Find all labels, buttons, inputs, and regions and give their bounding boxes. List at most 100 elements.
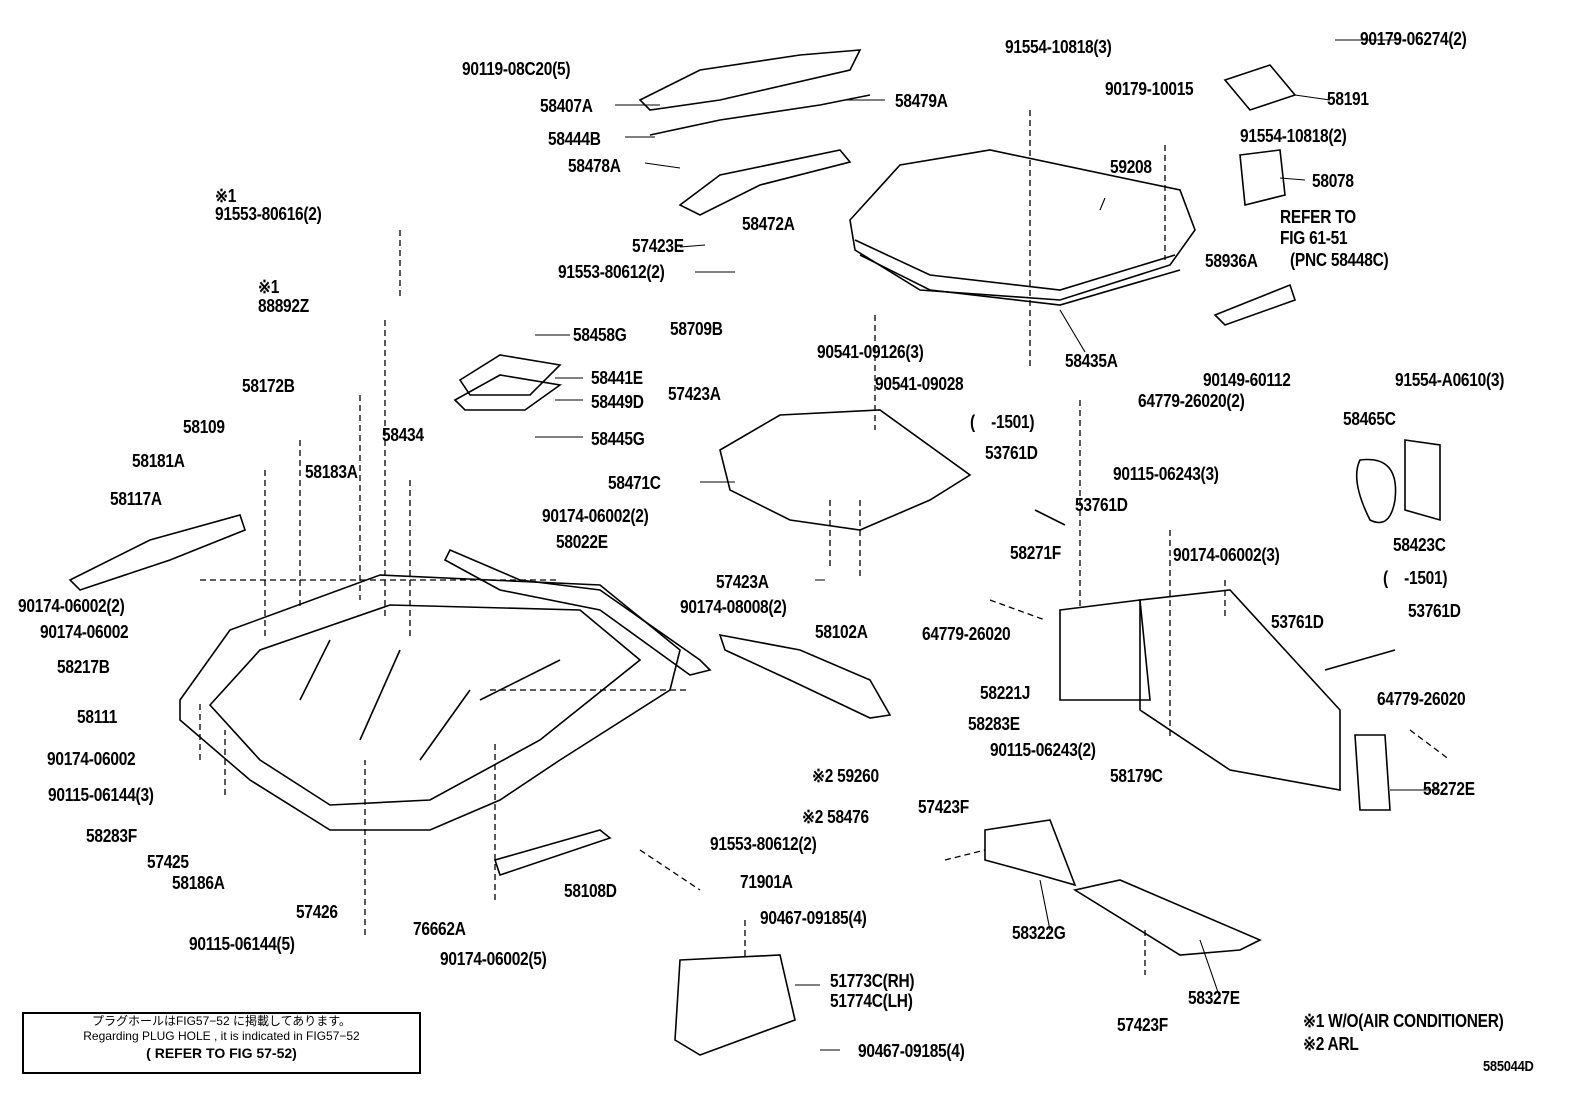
- panel-58272E-small: [1354, 734, 1391, 811]
- part-label: ( -1501): [970, 412, 1035, 432]
- part-label: 90174-06002: [47, 749, 136, 769]
- part-label: 91554-10818(2): [1240, 126, 1347, 146]
- part-label: 53761D: [1408, 601, 1461, 621]
- part-label: 88892Z: [258, 296, 309, 316]
- moulding-51773C: [674, 954, 796, 1056]
- part-label: 58327E: [1188, 988, 1240, 1008]
- part-label: 90179-06274(2): [1360, 29, 1467, 49]
- panel-58327E: [1072, 879, 1262, 956]
- part-label: 58217B: [57, 657, 110, 677]
- part-label: 57423F: [1117, 1015, 1168, 1035]
- part-label: 58936A: [1205, 251, 1258, 271]
- brace-58444B: [649, 94, 871, 136]
- part-label: 58479A: [895, 91, 948, 111]
- part-label: ( -1501): [1383, 568, 1448, 588]
- part-label: REFER TO: [1280, 207, 1356, 227]
- note-line-english: Regarding PLUG HOLE , it is indicated in…: [83, 1029, 360, 1043]
- part-label: 90115-06144(5): [189, 934, 295, 954]
- part-label: 58102A: [815, 622, 868, 642]
- part-label: 58434: [382, 425, 424, 445]
- part-label: 58423C: [1393, 535, 1446, 555]
- leader-lines: [535, 39, 1440, 1051]
- part-label: 90467-09185(4): [760, 908, 867, 928]
- part-label: ※2 58476: [802, 807, 869, 827]
- panel-58322G: [984, 819, 1077, 887]
- plug-hole-note: プラグホールはFIG57−52 に掲載してあります。 Regarding PLU…: [22, 1012, 421, 1074]
- part-label: 53761D: [1271, 612, 1324, 632]
- part-label: 585044D: [1483, 1058, 1534, 1075]
- part-label: 58111: [77, 707, 118, 727]
- part-label: 58022E: [556, 532, 608, 552]
- part-label: 90467-09185(4): [858, 1041, 965, 1061]
- part-label: 90119-08C20(5): [462, 59, 571, 79]
- arrow-icon: [1034, 509, 1396, 671]
- note-refer-link[interactable]: ( REFER TO FIG 57-52): [146, 1045, 297, 1061]
- plate-58423C: [1404, 439, 1441, 522]
- rail-58022E: [443, 548, 712, 676]
- insulator-58471C: [719, 409, 972, 531]
- part-label: 91553-80616(2): [215, 204, 322, 224]
- part-label: FIG 61-51: [1280, 228, 1348, 248]
- part-label: 90174-06002(3): [1173, 545, 1280, 565]
- part-label: ※2 ARL: [1303, 1034, 1359, 1054]
- part-label: 57423A: [716, 572, 769, 592]
- part-label: 58472A: [742, 214, 795, 234]
- tank-band-58435A: [854, 239, 1181, 306]
- part-label: 76662A: [413, 919, 466, 939]
- member-58102A: [718, 633, 892, 719]
- seal-58465C: [1355, 458, 1397, 524]
- part-label: 58441E: [591, 368, 643, 388]
- part-label: 57426: [296, 902, 338, 922]
- part-label: 90115-06144(3): [48, 785, 154, 805]
- part-label: 58435A: [1065, 351, 1118, 371]
- part-label: 57425: [147, 852, 189, 872]
- part-label: 58449D: [591, 392, 644, 412]
- part-label: 90179-10015: [1105, 79, 1194, 99]
- part-label: ※2 59260: [812, 766, 879, 786]
- part-label: ※1 W/O(AIR CONDITIONER): [1303, 1011, 1504, 1031]
- part-label: 91553-80612(2): [710, 834, 817, 854]
- part-label: 90174-06002: [40, 622, 129, 642]
- part-label: 90115-06243(3): [1113, 464, 1219, 484]
- part-label: 51774C(LH): [830, 991, 913, 1011]
- bracket-58936A: [1213, 283, 1297, 326]
- bracket-58191: [1223, 64, 1297, 111]
- part-label: 57423A: [668, 384, 721, 404]
- part-label: 90174-06002(5): [440, 949, 547, 969]
- part-label: 53761D: [1075, 495, 1128, 515]
- part-label: 90174-08008(2): [680, 597, 787, 617]
- part-label: 90174-06002(2): [542, 506, 649, 526]
- part-label: 58117A: [110, 489, 162, 509]
- part-label: 58181A: [132, 451, 185, 471]
- part-label: 53761D: [985, 443, 1038, 463]
- part-label: 91553-80612(2): [558, 262, 665, 282]
- part-label: 57423E: [632, 236, 684, 256]
- gasket-58449D: [453, 374, 563, 411]
- part-label: 90115-06243(2): [990, 740, 1096, 760]
- part-label: ※1: [258, 277, 280, 297]
- part-label: 58283F: [86, 826, 137, 846]
- part-label: 58179C: [1110, 766, 1163, 786]
- panel-58221J: [1059, 599, 1151, 701]
- floor-tunnel: [299, 639, 561, 761]
- part-label: 58109: [183, 417, 225, 437]
- bracket-58078: [1239, 149, 1286, 207]
- note-line-japanese: プラグホールはFIG57−52 に掲載してあります。: [91, 1014, 352, 1028]
- part-label: 58271F: [1010, 543, 1061, 563]
- part-label: 64779-26020(2): [1138, 391, 1245, 411]
- part-label: 58108D: [564, 881, 617, 901]
- part-label: 58172B: [242, 376, 295, 396]
- part-label: 58322G: [1012, 923, 1066, 943]
- part-label: 58478A: [568, 156, 621, 176]
- panel-58272E: [1139, 589, 1341, 791]
- dashed-leaders: [199, 110, 1451, 975]
- part-label: 51773C(RH): [830, 971, 915, 991]
- member-58117A: [68, 514, 246, 591]
- part-label: 58465C: [1343, 409, 1396, 429]
- part-label: 90174-06002(2): [18, 596, 125, 616]
- part-label: 64779-26020: [1377, 689, 1466, 709]
- brace-58407A: [638, 49, 862, 111]
- part-label: 58445G: [591, 429, 645, 449]
